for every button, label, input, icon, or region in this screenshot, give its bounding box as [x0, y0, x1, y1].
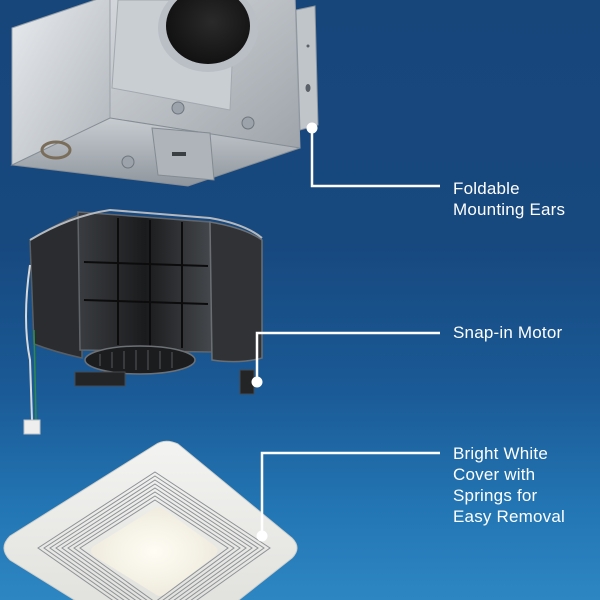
callout-text-line: Snap-in Motor	[453, 323, 563, 342]
callout-dot-mounting-ears	[306, 122, 318, 134]
callout-label-mounting-ears: Foldable Mounting Ears	[453, 178, 565, 220]
callout-text-line: Bright White	[453, 444, 548, 463]
callout-line-motor	[255, 331, 440, 382]
fan-housing	[10, 0, 319, 187]
callout-line-cover	[260, 451, 440, 536]
callout-dots	[251, 122, 318, 542]
callout-text-line: Mounting Ears	[453, 200, 566, 219]
grille-cover	[3, 440, 298, 600]
callout-lines	[255, 128, 440, 536]
callout-text-line: Springs for	[453, 486, 538, 505]
callout-dot-cover	[256, 530, 268, 542]
callout-text-line: Foldable	[453, 179, 520, 198]
callout-label-cover: Bright White Cover with Springs for Easy…	[453, 443, 565, 527]
callout-line-mounting-ears	[310, 128, 440, 188]
callout-text-line: Cover with	[453, 465, 536, 484]
callout-text-line: Easy Removal	[453, 507, 565, 526]
callout-dot-motor	[251, 376, 263, 388]
motor-assembly	[23, 208, 263, 435]
callout-label-motor: Snap-in Motor	[453, 322, 562, 343]
